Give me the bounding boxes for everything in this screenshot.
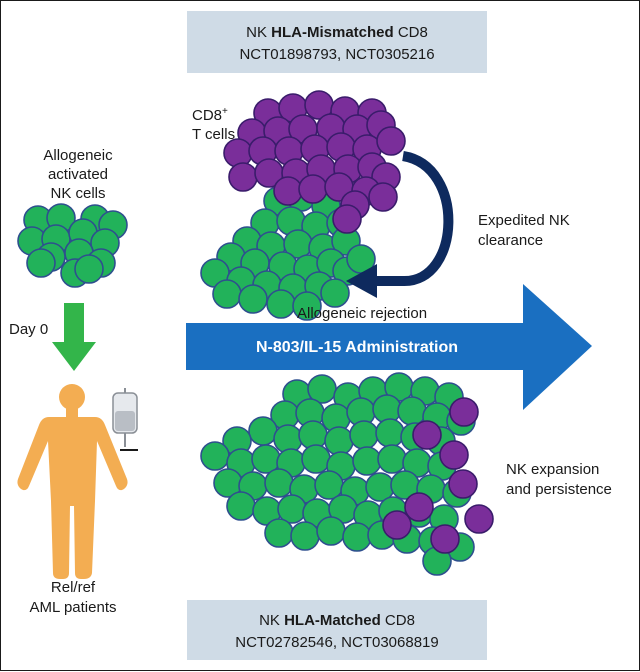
tcells-label: T cells <box>192 126 235 143</box>
top-info-box <box>187 11 487 73</box>
patient-figure-icon <box>17 384 128 579</box>
nk-cell <box>316 516 346 546</box>
top-box-title: NK HLA-Mismatched CD8 <box>246 24 428 41</box>
expedited-clearance-label-line2: clearance <box>478 232 543 249</box>
cd8-t-cell <box>382 510 412 540</box>
cd8-t-cell <box>228 162 258 192</box>
day-zero-label: Day 0 <box>9 321 48 338</box>
nk-cells-label-line3: NK cells <box>50 185 105 202</box>
matched-cell-cluster <box>200 372 494 576</box>
nk-expansion-label-line2: and persistence <box>506 481 612 498</box>
nk-cell <box>200 441 230 471</box>
administration-arrow-label: N-803/IL-15 Administration <box>256 339 458 356</box>
cd8-t-cell <box>273 176 303 206</box>
cd8-t-cell <box>449 397 479 427</box>
administration-arrow <box>186 284 592 410</box>
bottom-info-box <box>187 600 487 660</box>
cd8-t-cell <box>464 504 494 534</box>
cd8-t-cell <box>332 204 362 234</box>
cd8-t-cell <box>404 492 434 522</box>
nk-cell <box>264 468 294 498</box>
nk-cell <box>264 518 294 548</box>
nk-cell <box>226 491 256 521</box>
nk-cell <box>377 444 407 474</box>
nk-cell <box>342 522 372 552</box>
patients-label-line2: AML patients <box>30 599 117 616</box>
allogeneic-rejection-label: Allogeneic rejection <box>297 305 427 322</box>
cd8-t-cell <box>448 469 478 499</box>
bottom-box-title: NK HLA-Matched CD8 <box>259 612 415 629</box>
nk-cell <box>290 521 320 551</box>
nk-cell-cluster-infused <box>17 203 128 288</box>
nk-cell <box>74 254 104 284</box>
nk-cell <box>266 289 296 319</box>
cd8-t-cell <box>368 182 398 212</box>
nk-cell <box>375 418 405 448</box>
cd8-t-cell <box>376 126 406 156</box>
cd8-t-cell <box>223 138 253 168</box>
day-zero-arrow <box>52 303 96 371</box>
cd8-t-cell <box>298 174 328 204</box>
nk-cells-label-line2: activated <box>48 166 108 183</box>
nk-cell <box>324 426 354 456</box>
iv-bag-icon <box>112 388 138 451</box>
nk-cell <box>301 444 331 474</box>
nk-cell <box>320 278 350 308</box>
cd8-t-cell <box>412 420 442 450</box>
nk-cell <box>26 248 56 278</box>
cd8-t-cell <box>430 524 460 554</box>
clearance-curved-arrow <box>346 151 454 298</box>
top-box-trials: NCT01898793, NCT0305216 <box>239 46 434 63</box>
nk-cell <box>397 396 427 426</box>
nk-cell <box>248 416 278 446</box>
bottom-box-trials: NCT02782546, NCT03068819 <box>235 634 438 651</box>
patients-label-line1: Rel/ref <box>51 579 96 596</box>
nk-expansion-label-line1: NK expansion <box>506 461 599 478</box>
nk-cell <box>212 279 242 309</box>
mismatched-cell-cluster <box>200 90 406 321</box>
expedited-clearance-label-line1: Expedited NK <box>478 212 570 229</box>
nk-cell <box>238 284 268 314</box>
nk-cell <box>349 420 379 450</box>
cd8-tcells-label: CD8+ <box>192 106 228 124</box>
nk-cell <box>352 446 382 476</box>
nk-cell <box>314 470 344 500</box>
nk-cell <box>292 291 322 321</box>
cd8-t-cell <box>439 440 469 470</box>
nk-cells-label-line1: Allogeneic <box>43 147 113 164</box>
